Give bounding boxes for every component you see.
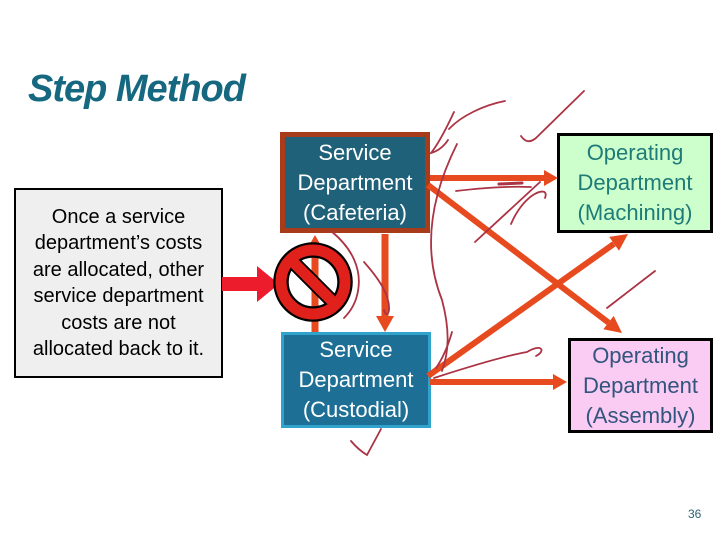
box-label-line: Operating: [592, 342, 689, 368]
box-label-line: Department: [297, 169, 413, 195]
box-label-line: Service: [319, 337, 393, 362]
dept-box-custodial: Service Department (Custodial): [281, 332, 431, 428]
ink-curve-top: [448, 100, 506, 130]
note-text: Once a service department’s costs are al…: [32, 205, 205, 361]
dept-box-assembly: Operating Department (Assembly): [568, 338, 713, 433]
ink-diagonal-center: [474, 181, 541, 243]
ink-diagonal-right: [606, 270, 656, 309]
dept-box-cafeteria: Service Department (Cafeteria): [280, 132, 430, 233]
box-label-line: (Assembly): [585, 402, 696, 428]
box-label-line: (Cafeteria): [303, 199, 407, 225]
ink-dash: [497, 181, 524, 186]
box-label-line: (Machining): [577, 200, 693, 225]
ink-small-arc: [435, 331, 453, 369]
ink-check-left-of-machining: [428, 111, 455, 155]
arrow-cafeteria-to-machining: [430, 170, 558, 186]
box-label-line: Department: [583, 372, 698, 398]
ink-arc-around-no-symbol: [330, 230, 360, 319]
box-label-line: Department: [298, 367, 414, 392]
box-label-line: Department: [577, 170, 693, 195]
ink-underline: [455, 185, 532, 192]
ink-lasso: [433, 347, 543, 379]
arrow-cafeteria-to-custodial: [376, 234, 394, 332]
ink-check-below-custodial: [350, 428, 382, 457]
note-box: Once a service department’s costs are al…: [14, 188, 223, 378]
box-label-line: Operating: [586, 140, 684, 165]
dept-box-machining: Operating Department (Machining): [557, 133, 713, 233]
page-title: Step Method: [28, 68, 246, 110]
box-label-line: (Custodial): [302, 397, 410, 422]
arrow-custodial-to-cafeteria-blocked: [306, 235, 324, 332]
arrow-custodial-to-assembly: [430, 374, 567, 390]
block-arrow-icon: [222, 266, 279, 302]
no-symbol-icon: [273, 242, 353, 322]
box-label-line: Service: [318, 139, 392, 165]
page-number: 36: [688, 507, 702, 521]
ink-hook: [510, 190, 547, 225]
ink-big-arc: [430, 143, 458, 372]
ink-arc-to-arrow: [363, 261, 390, 316]
